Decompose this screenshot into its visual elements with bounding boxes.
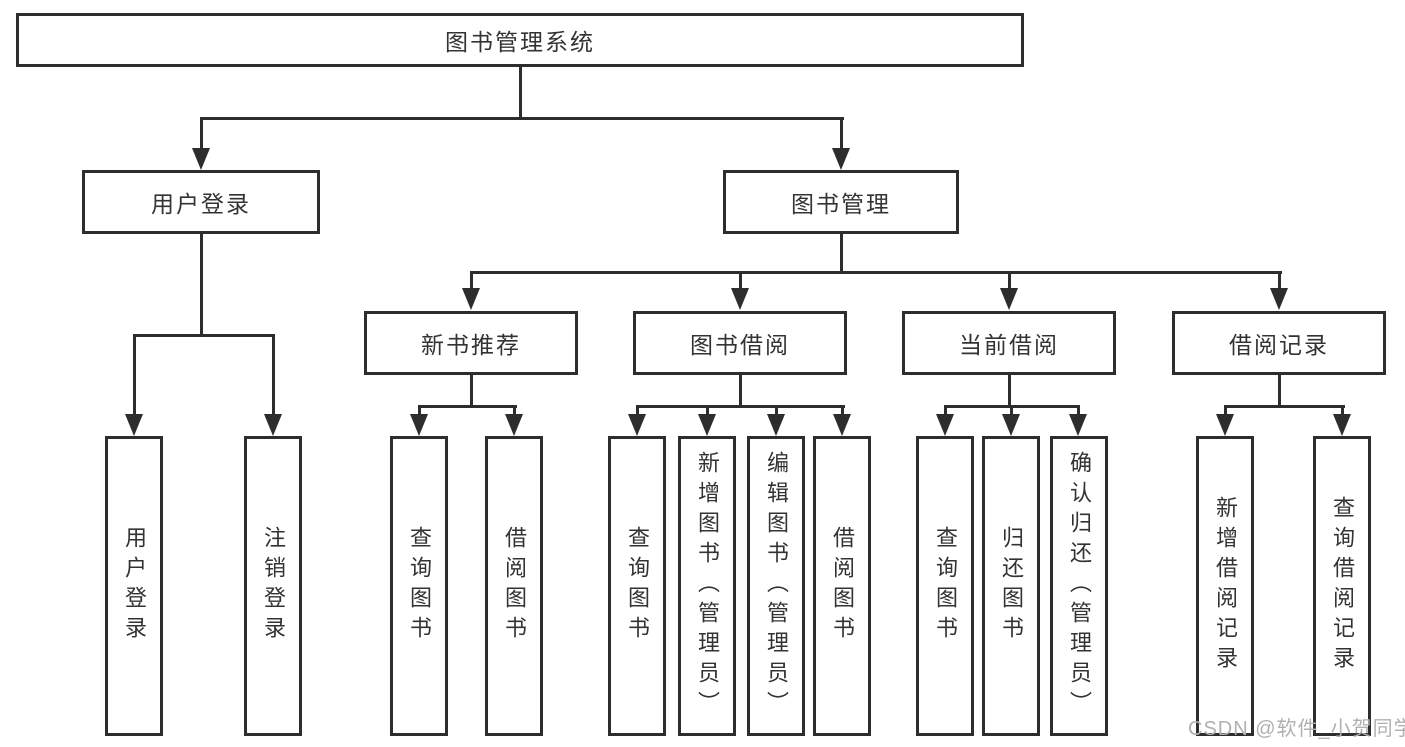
connector-line (1278, 375, 1281, 406)
arrow-down-icon (462, 288, 480, 310)
connector-line (418, 405, 517, 408)
connector-line (1278, 272, 1281, 292)
connector-line (200, 117, 844, 120)
arrow-down-icon (936, 414, 954, 436)
node-borrowing-records: 借阅记录 (1172, 311, 1386, 375)
arrow-down-icon (410, 414, 428, 436)
leaf-borrow-books-newbook: 借阅图书 (485, 436, 543, 736)
connector-line (519, 67, 522, 119)
connector-line (133, 335, 136, 418)
node-book-management: 图书管理 (723, 170, 959, 234)
connector-line (840, 118, 843, 152)
connector-line (133, 334, 275, 337)
leaf-add-borrow-record: 新增借阅记录 (1196, 436, 1254, 736)
node-book-borrowing: 图书借阅 (633, 311, 847, 375)
leaf-confirm-return-admin: 确认归还（管理员） (1050, 436, 1108, 736)
arrow-down-icon (192, 148, 210, 170)
node-library-management-system: 图书管理系统 (16, 13, 1024, 67)
arrow-down-icon (264, 414, 282, 436)
connector-line (636, 405, 845, 408)
connector-line (775, 406, 778, 418)
leaf-user-login: 用户登录 (105, 436, 163, 736)
connector-line (1224, 406, 1227, 418)
arrow-down-icon (832, 148, 850, 170)
connector-line (636, 406, 639, 418)
leaf-add-book-admin: 新增图书（管理员） (678, 436, 736, 736)
leaf-query-books-newbook: 查询图书 (390, 436, 448, 736)
connector-line (272, 335, 275, 418)
leaf-query-borrow-record: 查询借阅记录 (1313, 436, 1371, 736)
connector-line (944, 406, 947, 418)
arrow-down-icon (731, 288, 749, 310)
leaf-query-books-current: 查询图书 (916, 436, 974, 736)
connector-line (470, 375, 473, 406)
leaf-logout: 注销登录 (244, 436, 302, 736)
arrow-down-icon (1000, 288, 1018, 310)
connector-line (840, 234, 843, 272)
leaf-edit-book-admin: 编辑图书（管理员） (747, 436, 805, 736)
connector-line (418, 406, 421, 418)
connector-line (470, 271, 1282, 274)
arrow-down-icon (1002, 414, 1020, 436)
node-user-login: 用户登录 (82, 170, 320, 234)
connector-line (1008, 375, 1011, 406)
connector-line (1077, 406, 1080, 418)
connector-line (739, 375, 742, 406)
csdn-watermark: CSDN @软件_小贺同学 (1188, 718, 1405, 740)
connector-line (200, 234, 203, 335)
connector-line (706, 406, 709, 418)
node-current-borrowing: 当前借阅 (902, 311, 1116, 375)
arrow-down-icon (628, 414, 646, 436)
leaf-borrow-books-borrow: 借阅图书 (813, 436, 871, 736)
arrow-down-icon (125, 414, 143, 436)
arrow-down-icon (833, 414, 851, 436)
arrow-down-icon (1333, 414, 1351, 436)
connector-line (1341, 406, 1344, 418)
arrow-down-icon (1216, 414, 1234, 436)
arrow-down-icon (767, 414, 785, 436)
connector-line (200, 118, 203, 152)
connector-line (1010, 406, 1013, 418)
connector-line (470, 272, 473, 292)
connector-line (1008, 272, 1011, 292)
connector-line (1224, 405, 1345, 408)
leaf-query-books-borrow: 查询图书 (608, 436, 666, 736)
arrow-down-icon (505, 414, 523, 436)
arrow-down-icon (1270, 288, 1288, 310)
connector-line (513, 406, 516, 418)
connector-line (841, 406, 844, 418)
arrow-down-icon (1069, 414, 1087, 436)
connector-line (739, 272, 742, 292)
arrow-down-icon (698, 414, 716, 436)
leaf-return-book: 归还图书 (982, 436, 1040, 736)
node-new-book-recommend: 新书推荐 (364, 311, 578, 375)
